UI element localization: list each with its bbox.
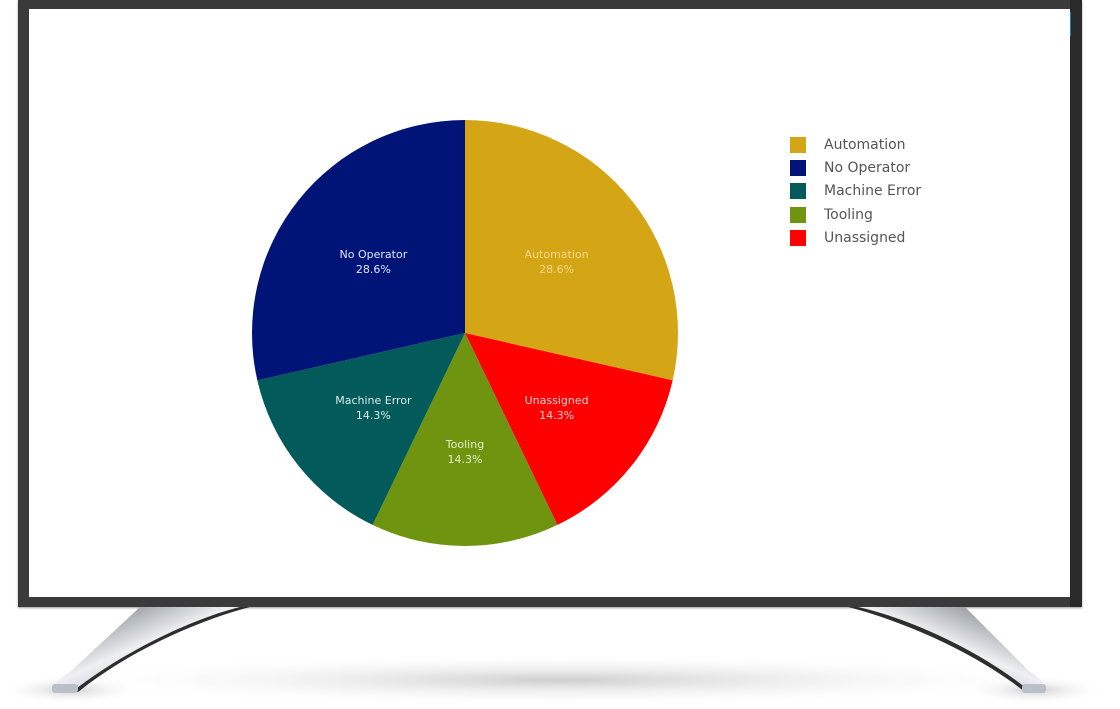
legend-label: No Operator: [824, 159, 911, 176]
legend-swatch: [790, 206, 806, 223]
legend-swatch: [790, 136, 806, 153]
legend-item-automation[interactable]: Automation: [790, 133, 921, 156]
tv-screen: Automation 28.6% Unassigned 14.3% Tooling 14.…: [29, 9, 1070, 597]
legend-swatch: [790, 183, 806, 200]
tv-stand: [0, 607, 1105, 706]
pie-slice-unassigned[interactable]: [465, 333, 673, 525]
pie-slice-no-operator[interactable]: [252, 120, 465, 381]
stand-leg-left: [52, 607, 250, 692]
legend-swatch: [790, 229, 806, 246]
legend: Automation No Operator Machine Error Too…: [790, 133, 921, 249]
pie-slice-machine-error[interactable]: [257, 333, 465, 525]
slice-label-percent: 14.3%: [448, 453, 483, 466]
slice-label-name: No Operator: [340, 248, 408, 261]
slice-label-name: Automation: [525, 248, 589, 261]
slice-label-name: Machine Error: [335, 394, 412, 407]
slice-label-percent: 28.6%: [356, 263, 391, 276]
slice-label-percent: 28.6%: [539, 263, 574, 276]
legend-label: Automation: [824, 136, 906, 153]
floor-shadow: [40, 654, 1080, 706]
slice-label-name: Unassigned: [525, 394, 589, 407]
legend-item-no-operator[interactable]: No Operator: [790, 156, 921, 179]
legend-item-machine-error[interactable]: Machine Error: [790, 180, 921, 203]
slice-label-percent: 14.3%: [539, 409, 574, 422]
slice-label-name: Tooling: [445, 438, 484, 451]
legend-label: Tooling: [824, 206, 873, 223]
pie-chart: Automation 28.6% Unassigned 14.3% Tooling 14.…: [252, 120, 679, 546]
stand-leg-right: [848, 607, 1046, 692]
legend-item-tooling[interactable]: Tooling: [790, 203, 921, 226]
pie-slice-automation[interactable]: [465, 120, 679, 381]
legend-swatch: [790, 159, 806, 176]
pie-slice-tooling[interactable]: [372, 333, 558, 546]
legend-label: Machine Error: [824, 183, 922, 200]
legend-item-unassigned[interactable]: Unassigned: [790, 226, 921, 249]
slice-label-percent: 14.3%: [356, 409, 391, 422]
legend-label: Unassigned: [824, 229, 906, 246]
tv-frame-right-edge: [1070, 0, 1082, 607]
